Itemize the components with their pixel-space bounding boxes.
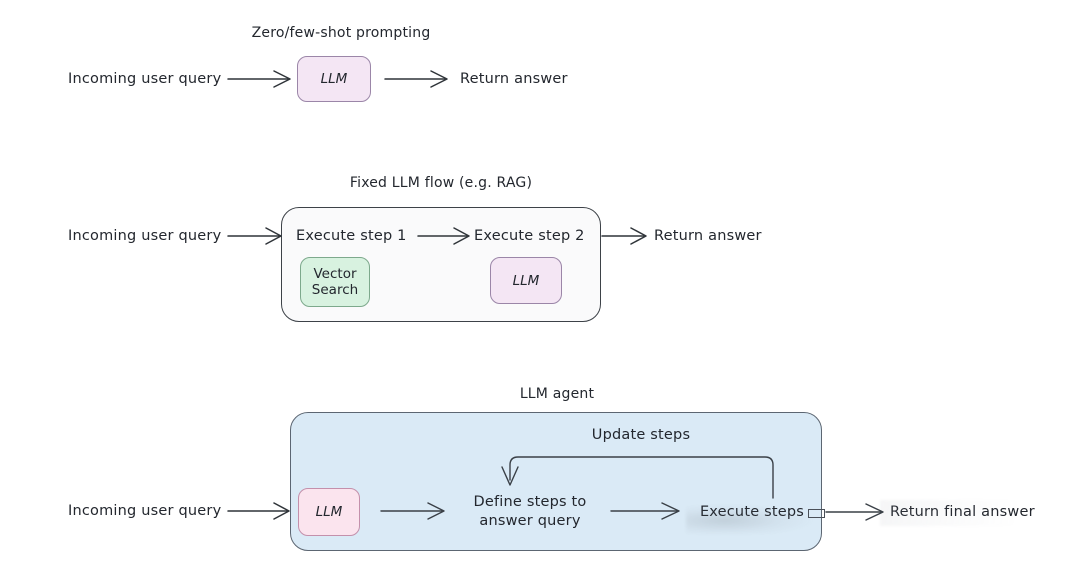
row-title-fixed-flow: Fixed LLM flow (e.g. RAG) [349,175,533,191]
row3-output-label: Return final answer [890,504,1035,520]
vector-search-line1: Vector [313,265,357,282]
row2-step2-label: Execute step 2 [474,228,585,244]
row1-input-label: Incoming user query [68,71,222,87]
row-title-zero-few-shot: Zero/few-shot prompting [251,25,431,41]
execute-steps-marker-box [808,509,825,518]
row2-step1-tool-vector-search[interactable]: Vector Search [300,257,370,307]
define-steps-line2: answer query [479,513,581,529]
row3-llm-label: LLM [315,504,343,520]
arrow-row1-output [384,70,448,88]
row3-llm-node[interactable]: LLM [298,488,360,536]
row2-output-label: Return answer [654,228,762,244]
arrow-row3-output [825,503,884,521]
vector-search-line2: Search [311,282,359,298]
row3-input-label: Incoming user query [68,503,222,519]
row2-input-label: Incoming user query [68,228,222,244]
row2-step2-tool-llm[interactable]: LLM [490,257,562,304]
define-steps-line1: Define steps to [473,494,587,510]
row2-llm-label: LLM [512,272,540,289]
update-steps-loop-label: Update steps [591,427,691,443]
row2-step1-label: Execute step 1 [296,228,407,244]
arrow-row2-output [601,227,647,245]
row1-output-label: Return answer [460,71,568,87]
row-title-llm-agent: LLM agent [519,386,595,402]
row1-llm-label: LLM [320,71,348,87]
execute-steps-label: Execute steps [699,504,805,520]
row1-llm-node[interactable]: LLM [297,56,371,102]
arrow-row2-input [227,227,282,245]
arrow-row1-input [227,70,291,88]
arrow-row3-input [227,502,290,520]
